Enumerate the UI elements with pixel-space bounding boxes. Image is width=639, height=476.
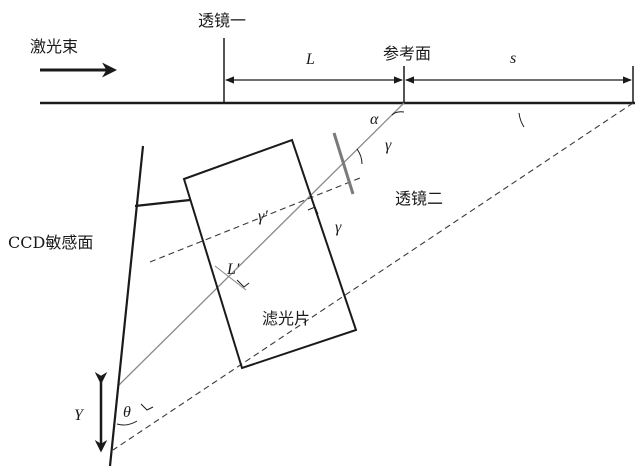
angle-alpha-arc — [391, 111, 405, 116]
filter-block — [182, 138, 358, 370]
reflected-ray-dashed — [112, 102, 634, 451]
reflected-ray-solid — [118, 102, 405, 386]
laser-beam-label: 激光束 — [30, 37, 78, 56]
distance-Y-label: Y — [74, 407, 85, 424]
angle-alpha-label: α — [370, 111, 379, 128]
filter-label: 滤光片 — [262, 309, 310, 328]
angle-theta-arc — [116, 420, 138, 426]
right-angle-mark-ccd — [140, 403, 154, 411]
right-angle-mark-filter — [236, 279, 250, 288]
lens-one-label: 透镜一 — [198, 11, 246, 30]
angle-gamma-prime-label: γ′ — [258, 208, 268, 225]
angle-gamma-mid-label: γ — [335, 219, 342, 236]
lens-two-axis-dashed — [149, 177, 361, 263]
right-angle-mark-lens — [307, 206, 319, 215]
ccd-sensor-line — [108, 145, 145, 467]
angle-gamma-right-label: γ — [385, 137, 392, 154]
ccd-filter-connector — [134, 198, 191, 208]
distance-L-prime-label: L′ — [226, 261, 240, 278]
angle-far-arc — [518, 112, 525, 128]
distance-s-label: s — [510, 50, 516, 67]
distance-L-label: L — [305, 51, 315, 68]
lens-two-label: 透镜二 — [395, 189, 443, 208]
ccd-surface-label: CCD敏感面 — [8, 233, 93, 252]
reference-plane-label: 参考面 — [383, 44, 431, 63]
lens-two-element — [332, 132, 355, 195]
filter-perpendicular-line — [214, 265, 247, 291]
angle-gamma-arc — [356, 148, 363, 165]
angle-theta-label: θ — [123, 404, 131, 421]
